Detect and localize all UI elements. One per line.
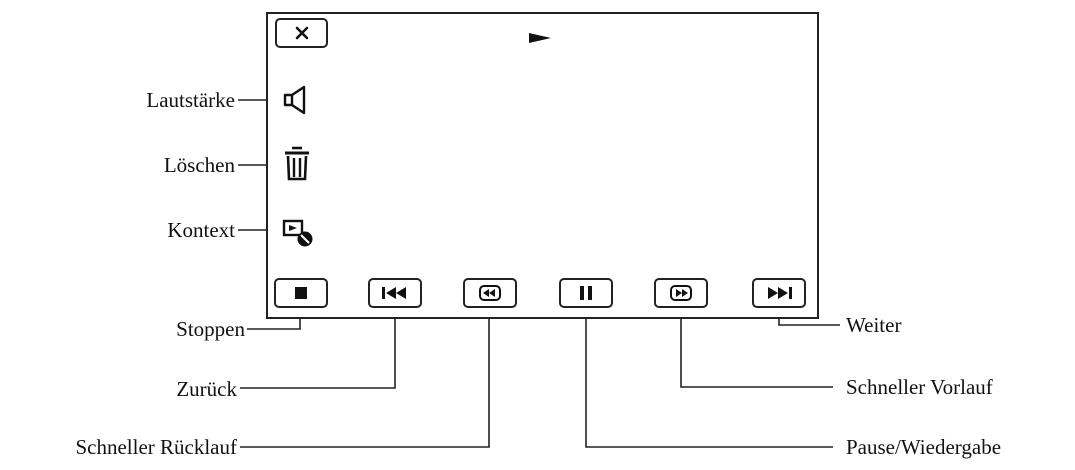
speaker-icon[interactable] (282, 85, 310, 115)
pause-button[interactable] (559, 278, 613, 308)
fast-reverse-button[interactable] (463, 278, 517, 308)
playback-screen (266, 12, 819, 319)
label-next: Weiter (846, 313, 902, 337)
skip-back-icon (382, 287, 406, 299)
rewind-icon (479, 285, 501, 301)
label-pause-play: Pause/Wiedergabe (846, 435, 1002, 459)
close-button[interactable] (275, 18, 328, 48)
stop-button[interactable] (274, 278, 328, 308)
play-icon (529, 33, 551, 43)
fast-forward-button[interactable] (654, 278, 708, 308)
label-delete: Löschen (163, 153, 235, 177)
pause-icon (580, 286, 592, 300)
label-previous: Zurück (176, 377, 237, 401)
next-button[interactable] (752, 278, 806, 308)
previous-button[interactable] (368, 278, 422, 308)
stop-icon (295, 287, 307, 299)
label-fast-forward: Schneller Vorlauf (846, 375, 993, 399)
label-fast-reverse: Schneller Rücklauf (75, 435, 237, 459)
context-icon[interactable] (282, 218, 314, 248)
skip-forward-icon (768, 287, 792, 299)
label-context: Kontext (167, 218, 235, 242)
trash-icon[interactable] (283, 146, 311, 182)
label-volume: Lautstärke (146, 88, 235, 112)
fast-forward-icon (670, 285, 692, 301)
close-icon (295, 26, 308, 40)
label-stop: Stoppen (176, 317, 245, 341)
